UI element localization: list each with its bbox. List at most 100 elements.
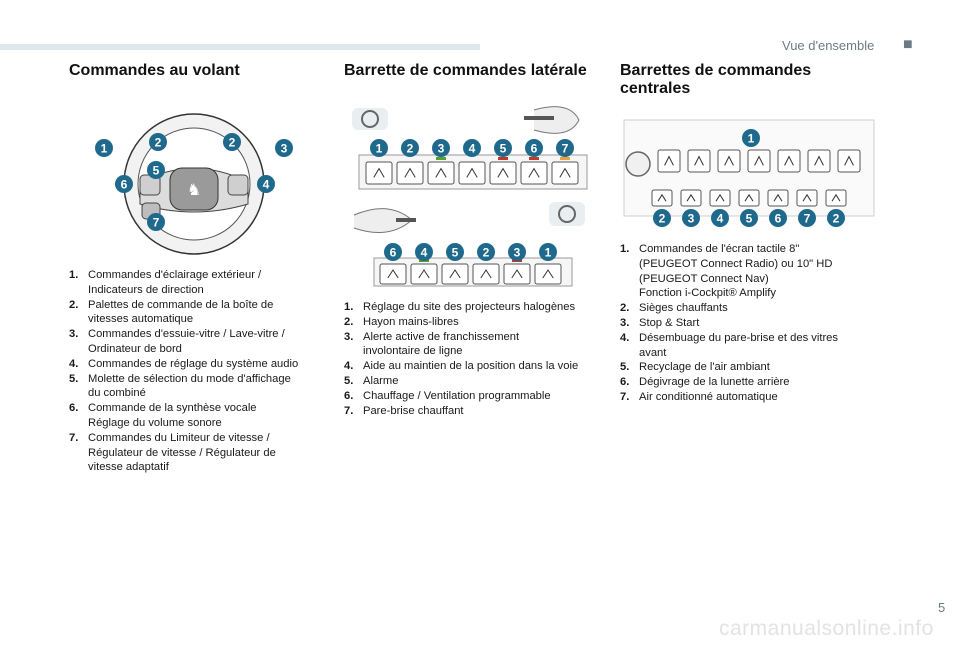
callout-badge: 5 [147,161,165,179]
control-button-icon [379,263,407,285]
list-item: 6.Commande de la synthèse vocale Réglage… [69,401,324,431]
item-text: Alarme [363,374,399,387]
callout-badge: 7 [798,209,816,227]
svg-text:5: 5 [153,164,160,178]
callout-badge: 7 [147,213,165,231]
item-number: 3. [620,316,630,329]
svg-text:7: 7 [562,142,569,156]
callout-badge: 6 [115,175,133,193]
heading-steering-controls: Commandes au volant [69,62,240,79]
callout-badge: 5 [446,243,464,261]
control-button-icon [687,149,711,173]
list-item: 7.Pare-brise chauffant [344,404,604,419]
svg-text:4: 4 [469,142,476,156]
steering-wheel-icon: ♞ [123,113,265,255]
callout-badge: 2 [401,139,419,157]
svg-text:4: 4 [263,178,270,192]
item-number: 6. [344,389,354,402]
control-button-icon [651,189,673,207]
control-button-icon [837,149,861,173]
svg-text:1: 1 [101,142,108,156]
steering-controls-list: 1.Commandes d'éclairage extérieur / Indi… [69,268,324,475]
item-text: Commandes d'éclairage extérieur / Indica… [88,269,262,296]
item-number: 3. [69,328,79,341]
svg-text:2: 2 [229,136,236,150]
item-number: 4. [620,331,630,344]
svg-text:2: 2 [659,212,666,226]
item-text: Sièges chauffants [639,302,728,315]
item-number: 6. [69,402,79,415]
svg-text:3: 3 [438,142,445,156]
list-item: 6.Dégivrage de la lunette arrière [620,375,890,390]
svg-text:♞: ♞ [187,180,201,199]
svg-text:7: 7 [153,216,160,230]
svg-text:6: 6 [775,212,782,226]
item-text: Recyclage de l'air ambiant [639,361,770,374]
callout-badge: 5 [494,139,512,157]
list-item: 1.Réglage du site des projecteurs halogè… [344,300,604,315]
control-button-icon [551,157,579,185]
svg-text:5: 5 [500,142,507,156]
volume-knob-icon [625,151,651,177]
page-number: 5 [938,600,946,615]
heading-center-bars: Barrettes de commandes centrales [620,62,812,97]
control-button-icon [441,263,469,285]
callout-badge: 2 [477,243,495,261]
control-button-icon [825,189,847,207]
item-number: 4. [344,360,354,373]
svg-text:6: 6 [531,142,538,156]
list-item: 2.Sièges chauffants [620,301,890,316]
list-item: 1.Commandes d'éclairage extérieur / Indi… [69,268,324,298]
item-number: 7. [69,431,79,444]
list-item: 5.Molette de sélection du mode d'afficha… [69,372,324,402]
item-number: 1. [344,301,354,313]
control-button-icon [747,149,771,173]
svg-text:5: 5 [746,212,753,226]
control-button-icon [657,149,681,173]
control-button-icon [738,189,760,207]
callout-badge: 3 [432,139,450,157]
heading-side-bar: Barrette de commandes latérale [344,62,587,79]
item-number: 5. [69,372,79,385]
control-button-icon [458,161,486,185]
callout-badge: 7 [556,139,574,157]
list-item: 5.Alarme [344,374,604,389]
item-number: 3. [344,330,354,343]
side-bar-list: 1.Réglage du site des projecteurs halogè… [344,300,604,418]
control-button-icon [365,161,393,185]
svg-text:2: 2 [155,136,162,150]
control-button-icon [489,157,517,185]
column-steering-controls: Commandes au volant [69,62,240,80]
svg-text:5: 5 [452,246,459,260]
control-button-icon [777,149,801,173]
svg-text:1: 1 [545,246,552,260]
item-text: Pare-brise chauffant [363,404,464,417]
list-item: 7.Air conditionné automatique [620,390,890,405]
item-text: Palettes de commande de la boîte de vite… [88,298,274,326]
svg-text:4: 4 [717,212,724,226]
svg-text:6: 6 [390,246,397,260]
list-item: 6.Chauffage / Ventilation programmable [344,389,604,404]
item-text: Alerte active de franchissement involont… [363,330,520,358]
callout-badge: 2 [149,133,167,151]
steering-wheel-illustration: ♞ 1 2 2 3 5 6 4 7 [95,113,293,255]
list-item: 3.Commandes d'essuie-vitre / Lave-vitre … [69,327,324,357]
svg-text:3: 3 [281,142,288,156]
callout-badge: 3 [508,243,526,261]
item-number: 1. [620,243,630,255]
column-center-bars: Barrettes de commandes centrales [620,62,811,98]
item-text: Aide au maintien de la position dans la … [363,360,579,373]
callout-badge: 6 [525,139,543,157]
list-item: 4. Aide au maintien de la position dans l… [344,359,604,374]
callout-badge: 2 [653,209,671,227]
control-button-icon [520,157,548,185]
callout-badge: 4 [463,139,481,157]
center-bars-list: 1.Commandes de l'écran tactile 8" (PEUGE… [620,242,890,405]
item-number: 2. [344,315,354,328]
callout-badge: 1 [370,139,388,157]
item-number: 7. [620,390,630,403]
list-item: 5.Recyclage de l'air ambiant [620,360,890,375]
control-button-icon [396,161,424,185]
list-item: 7.Commandes du Limiteur de vitesse / Rég… [69,431,324,475]
